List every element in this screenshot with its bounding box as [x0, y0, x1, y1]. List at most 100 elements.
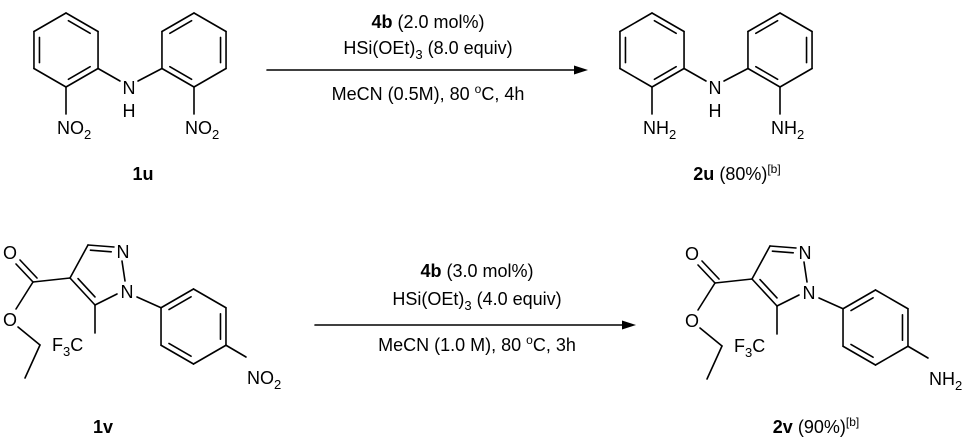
- bond: [776, 294, 800, 307]
- bond: [193, 12, 227, 33]
- bond: [136, 296, 162, 309]
- bond: [771, 250, 795, 254]
- bond: [751, 278, 778, 307]
- bond: [161, 12, 195, 33]
- bond: [97, 67, 121, 82]
- bond: [701, 260, 720, 280]
- bond: [697, 282, 716, 311]
- bond: [697, 264, 716, 284]
- bond: [651, 67, 685, 88]
- atom-n: N: [123, 78, 136, 98]
- nitro-label: NO2: [185, 118, 219, 142]
- bond: [65, 67, 99, 88]
- bond: [850, 296, 874, 312]
- amine-label: NH2: [771, 118, 804, 142]
- atom-n: N: [121, 282, 134, 302]
- bond: [803, 261, 808, 283]
- amine-label: NH2: [929, 369, 962, 393]
- reaction-arrow-2: 4b (3.0 mol%) HSi(OEt)3 (4.0 equiv) MeCN…: [314, 261, 636, 355]
- bond: [683, 67, 707, 82]
- atom-o: O: [3, 243, 17, 263]
- atom-o: O: [685, 244, 699, 264]
- bond: [121, 260, 126, 282]
- bond: [755, 65, 779, 81]
- bond: [19, 259, 38, 279]
- bond: [842, 345, 877, 366]
- bond: [24, 344, 41, 379]
- compound-label-2v: 2v (90%)[b]: [773, 415, 859, 437]
- bond: [69, 244, 89, 279]
- reagent-line: HSi(OEt)3 (4.0 equiv): [392, 289, 561, 313]
- bond: [32, 277, 71, 283]
- bond: [33, 12, 67, 33]
- bond: [168, 342, 192, 358]
- bond: [192, 344, 227, 365]
- bond: [747, 67, 781, 88]
- bond: [723, 67, 749, 82]
- conditions-line: MeCN (0.5M), 80 oC, 4h: [332, 82, 525, 104]
- molecule-1u: N H NO2 NO2: [33, 12, 227, 142]
- bond: [17, 326, 41, 346]
- molecule-2v: N N O O F3C NH2: [685, 243, 962, 393]
- catalyst-line: 4b (3.0 mol%): [420, 261, 533, 281]
- bond: [67, 65, 91, 81]
- bond: [160, 344, 195, 365]
- bond: [65, 12, 99, 33]
- amine-label: NH2: [643, 118, 676, 142]
- bond: [714, 278, 753, 284]
- bond: [842, 289, 877, 310]
- molecule-2u: N H NH2 NH2: [619, 12, 813, 142]
- bond: [77, 277, 96, 298]
- bond: [169, 65, 193, 81]
- atom-n: N: [803, 283, 816, 303]
- bond: [779, 12, 813, 33]
- cf3-label: F3C: [734, 336, 765, 360]
- bond: [15, 281, 34, 310]
- bond: [619, 12, 653, 33]
- catalyst-line: 4b (2.0 mol%): [371, 12, 484, 32]
- bond: [87, 244, 115, 248]
- bond: [751, 245, 771, 280]
- atom-h: H: [123, 101, 136, 121]
- bond: [33, 67, 67, 88]
- bond: [651, 12, 685, 33]
- group-label: NO2: [247, 368, 281, 392]
- atom-n: N: [117, 242, 130, 262]
- bond: [759, 278, 778, 299]
- atom-h: H: [709, 101, 722, 121]
- bond: [874, 289, 909, 310]
- conditions-line: MeCN (1.0 M), 80 oC, 3h: [378, 333, 576, 355]
- bond: [169, 19, 193, 35]
- bond: [137, 67, 163, 82]
- bond: [619, 67, 653, 88]
- nitro-label: NO2: [57, 118, 91, 142]
- atom-n: N: [709, 78, 722, 98]
- atom-o: O: [685, 311, 699, 331]
- compound-label-1v: 1v: [93, 417, 113, 437]
- bond: [818, 297, 844, 310]
- bond: [874, 345, 909, 366]
- bond: [653, 19, 677, 35]
- bond: [15, 263, 34, 283]
- bond: [67, 19, 91, 35]
- bond: [160, 288, 195, 309]
- bond: [69, 277, 96, 306]
- bond: [699, 327, 723, 347]
- bond: [94, 293, 118, 306]
- bond: [161, 67, 195, 88]
- reaction-arrow-1: 4b (2.0 mol%) HSi(OEt)3 (8.0 equiv) MeCN…: [266, 12, 588, 104]
- bond: [769, 245, 797, 249]
- bond: [192, 288, 227, 309]
- bond: [653, 65, 677, 81]
- atom-n: N: [799, 243, 812, 263]
- bond: [907, 345, 929, 359]
- molecule-1v: N N O O F3C NO2: [3, 242, 281, 392]
- atom-o: O: [3, 310, 17, 330]
- bond: [168, 295, 192, 311]
- bond: [706, 345, 723, 380]
- compound-label-1u: 1u: [132, 164, 153, 184]
- compound-label-2u: 2u (80%)[b]: [693, 162, 780, 184]
- bond: [225, 344, 247, 358]
- bond: [747, 12, 781, 33]
